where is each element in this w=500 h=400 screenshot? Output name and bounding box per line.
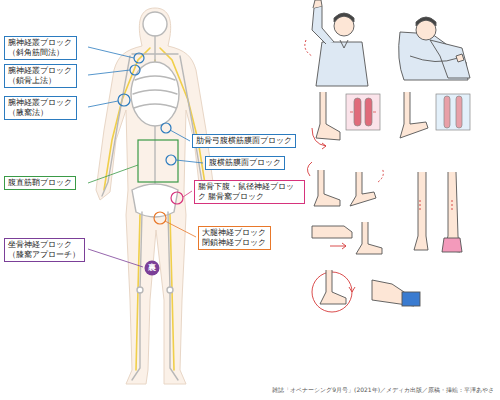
skeleton-part (168, 212, 178, 380)
block-label-box: 腕神経叢ブロック （斜角筋間法） (4, 36, 77, 60)
block-label-box: 腕神経叢ブロック （鎖骨上法） (4, 64, 77, 88)
block-site-markers-part (130, 65, 140, 75)
block-name: 肋骨弓腹横筋膜面ブロック (196, 136, 292, 146)
foot-plantar-flexion-part (312, 128, 326, 146)
patient-hugging-knees-part (456, 54, 464, 62)
leader-lines (88, 47, 203, 267)
block-site-markers-part (134, 53, 144, 63)
foot-movements-part (314, 170, 340, 206)
block-label-box: 大腿神経ブロック 閉鎖神経ブロック (198, 226, 271, 250)
block-name: 腹直筋鞘ブロック (8, 178, 72, 188)
block-name: 腕神経叢ブロック （斜角筋間法） (8, 38, 73, 58)
foot-on-block-part (402, 292, 420, 306)
patient-hugging-knees-part (416, 17, 436, 26)
patient-hugging-knees (399, 17, 470, 80)
leader-lines-part (88, 70, 130, 75)
block-name: 腸骨下腹・鼠径神経ブロック 腸骨窩ブロック (198, 182, 301, 202)
nerve-lines (104, 48, 206, 370)
block-label-box: 腹横筋膜面ブロック (205, 156, 285, 170)
foot-movements-part (330, 243, 346, 249)
block-name: 腕神経叢ブロック （腋窩法） (8, 98, 73, 118)
source-caption: 雑誌「オペナーシング9月号」(2021年)／メディカ出版／原稿・挿絵：平澤あやさ (272, 386, 494, 395)
muscle-relaxation-icon (436, 94, 470, 130)
foot-movements (307, 162, 383, 254)
block-label-box: 腕神経叢ブロック （腋窩法） (4, 96, 77, 120)
leader-lines-part (88, 47, 134, 58)
block-name: 坐骨神経ブロック （膝窩アプローチ） (8, 240, 81, 260)
marker-fill (145, 261, 160, 276)
leader-lines-part (88, 249, 143, 267)
leader-lines-part (88, 101, 118, 107)
leader-lines-part (88, 165, 138, 183)
foot-movements-part (356, 222, 382, 254)
skeleton-part (131, 62, 179, 126)
legs-with-affected-foot-part (414, 172, 428, 250)
skeleton-part (133, 76, 177, 108)
foot-dorsiflexion (400, 92, 428, 138)
leader-lines-part (176, 160, 203, 163)
skeleton-part (137, 287, 143, 293)
muscle-relaxation-icon-part (444, 96, 450, 128)
patient-arm-raised-part (312, 6, 334, 44)
patient-arm-raised-part (313, 0, 322, 8)
patient-arm-raised (305, 0, 368, 86)
ankle-rotation (312, 270, 355, 312)
muscle-contraction-icon-part (354, 98, 361, 126)
ankle-rotation-part (320, 270, 346, 304)
skeleton-part (143, 12, 167, 36)
block-site-markers-part (138, 140, 178, 182)
block-name: 腹横筋膜面ブロック (209, 158, 281, 168)
block-name: 腕神経叢ブロック （鎖骨上法） (8, 66, 73, 86)
side-marker: 裏 (144, 260, 160, 276)
block-label-box: 腸骨下腹・鼠径神経ブロック 腸骨窩ブロック (194, 180, 305, 204)
block-site-markers (118, 53, 183, 224)
muscle-relaxation-icon-part (456, 96, 462, 128)
patient-arm-raised-part (316, 42, 368, 86)
foot-dorsiflexion-part (400, 92, 428, 138)
patient-arm-raised-part (305, 40, 312, 56)
leader-lines-part (165, 221, 196, 237)
block-label-box: 坐骨神経ブロック （膝窩アプローチ） (4, 238, 85, 262)
muscle-contraction-icon (346, 94, 380, 130)
block-site-markers-part (154, 212, 166, 224)
skeleton-part (102, 56, 130, 196)
foot-movements-part (378, 168, 383, 182)
foot-on-block (372, 280, 420, 306)
skeleton-part (132, 212, 142, 380)
ankle-rotation-part (349, 287, 355, 292)
block-site-markers-part (171, 192, 183, 204)
block-site-markers-part (118, 94, 130, 106)
leader-lines-part (170, 130, 190, 141)
legs-with-affected-foot-part (420, 200, 452, 212)
foot-movements-part (312, 226, 352, 238)
legs-with-affected-foot-part (442, 238, 462, 252)
leader-lines-part (183, 191, 192, 197)
marker-text: 裏 (144, 260, 160, 276)
patient-hugging-knees-part (430, 40, 470, 78)
block-label-box: 腹直筋鞘ブロック (4, 176, 76, 190)
foot-plantar-flexion (312, 92, 340, 149)
block-name: 大腿神経ブロック 閉鎖神経ブロック (202, 228, 267, 248)
foot-movements-part (307, 162, 312, 176)
foot-plantar-flexion-part (322, 143, 326, 149)
skeleton-part (180, 56, 208, 196)
patient-arm-raised-part (340, 40, 348, 48)
patient-arm-raised-part (334, 13, 354, 22)
muscle-relaxation-icon-part (436, 94, 470, 130)
foot-movements-part (350, 172, 376, 206)
block-label-box: 肋骨弓腹横筋膜面ブロック (192, 134, 296, 148)
patient-hugging-knees-part (410, 56, 458, 62)
muscle-contraction-icon-part (365, 98, 372, 126)
skeleton-part (167, 287, 173, 293)
block-site-markers-part (161, 123, 171, 133)
muscle-contraction-icon-part (350, 112, 376, 113)
foot-plantar-flexion-part (316, 92, 340, 140)
block-site-markers-part (166, 155, 176, 165)
legs-with-affected-foot (414, 172, 462, 252)
muscle-contraction-icon-part (346, 94, 380, 130)
skeleton (102, 12, 208, 380)
